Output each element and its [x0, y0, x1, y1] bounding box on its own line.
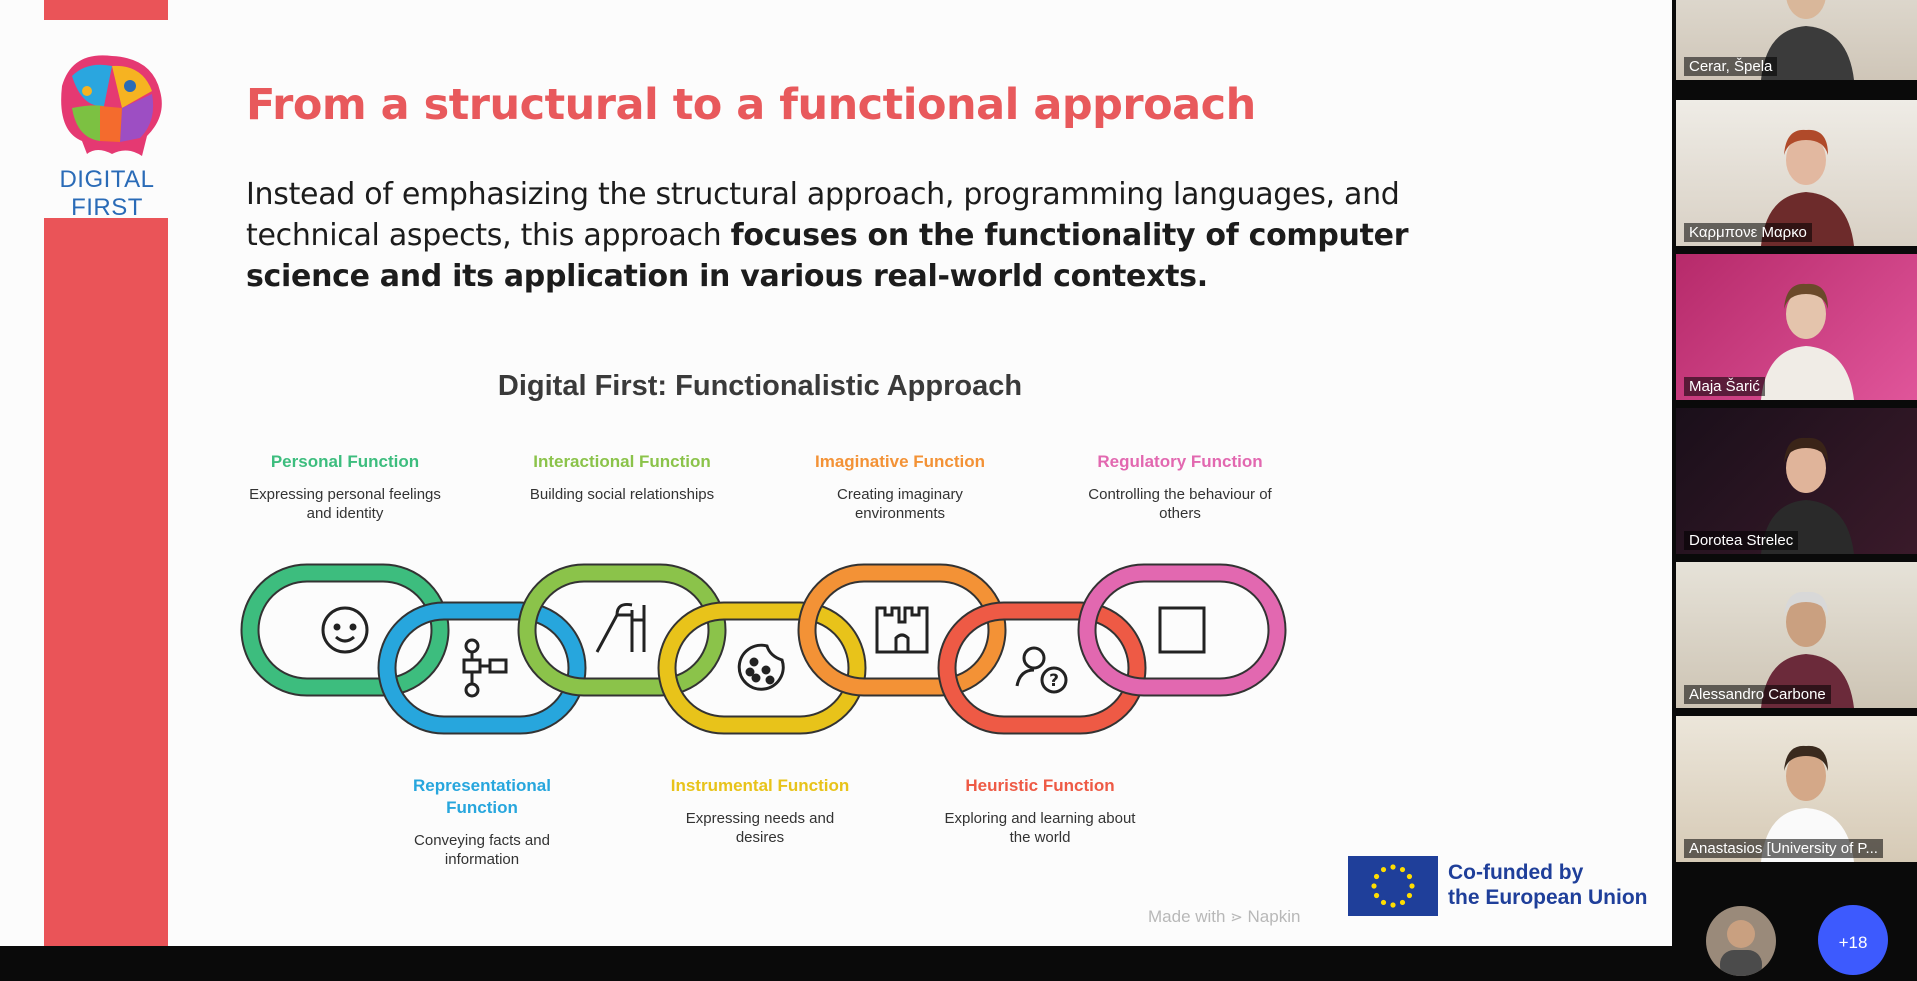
- function-chain: ?: [240, 563, 1287, 735]
- castle-icon: [875, 606, 929, 654]
- function-name: Heuristic Function: [965, 776, 1115, 795]
- slide-body-text: Instead of emphasizing the structural ap…: [246, 174, 1506, 297]
- slide-accent-bar: [44, 218, 168, 946]
- participant-name: Cerar, Špela: [1684, 57, 1778, 76]
- more-participants-badge[interactable]: +18: [1818, 905, 1888, 975]
- participant-name: Καρμπονε Μαρκο: [1684, 223, 1812, 242]
- participant-tile-2[interactable]: Maja Šarić: [1676, 254, 1917, 400]
- co-funded-label: Co-funded by the European Union: [1448, 860, 1648, 910]
- eu-star: [1371, 883, 1377, 889]
- function-description: Expressing personal feelings and identit…: [249, 486, 441, 522]
- digital-first-logo: [61, 55, 162, 156]
- function-name: Interactional Function: [533, 452, 711, 471]
- function-description: Exploring and learning about the world: [944, 810, 1136, 846]
- face-icon: [321, 606, 369, 654]
- function-name: Instrumental Function: [670, 776, 850, 795]
- participant-avatar[interactable]: [1706, 906, 1776, 976]
- eu-star: [1399, 866, 1406, 873]
- participant-tile-4[interactable]: Alessandro Carbone: [1676, 562, 1917, 708]
- eu-flag-icon: [1348, 856, 1438, 916]
- chain-link-1: [377, 601, 587, 735]
- made-with-text: Made with: [1148, 907, 1226, 926]
- playground-icon: [595, 603, 646, 653]
- logo-text: DIGITAL FIRST: [59, 166, 155, 221]
- chain-link-2: [517, 563, 727, 697]
- eu-stars: [1371, 864, 1415, 908]
- eu-star: [1380, 866, 1387, 873]
- function-name: Regulatory Function: [1097, 452, 1263, 471]
- chain-link-0: [240, 563, 450, 697]
- eu-star: [1399, 899, 1406, 906]
- participant-video: [1761, 283, 1854, 400]
- flowchart-icon: [462, 638, 508, 698]
- eu-star: [1406, 892, 1413, 899]
- chain-link-3: [657, 601, 867, 735]
- eu-star: [1390, 902, 1396, 908]
- participant-tile-3[interactable]: Dorotea Strelec: [1676, 408, 1917, 554]
- participant-tile-0[interactable]: Cerar, Špela: [1676, 0, 1917, 80]
- cookie-icon: [737, 643, 785, 691]
- participant-video: [1761, 0, 1854, 80]
- slide-accent-top: [44, 0, 168, 20]
- eu-star: [1380, 899, 1387, 906]
- chain-link-4: [797, 563, 1007, 697]
- slide-title: From a structural to a functional approa…: [246, 80, 1256, 130]
- eu-star: [1373, 873, 1380, 880]
- eu-star: [1390, 864, 1396, 870]
- napkin-text: Napkin: [1247, 907, 1301, 926]
- participant-name: Dorotea Strelec: [1684, 531, 1799, 550]
- made-with-napkin: Made with ⋗ Napkin: [1148, 907, 1300, 927]
- napkin-icon: ⋗: [1230, 909, 1243, 926]
- body-regular-text: Instead of emphasizing the structural ap…: [246, 177, 1400, 253]
- function-description: Creating imaginary environments: [837, 486, 963, 522]
- function-description: Controlling the behaviour of others: [1088, 486, 1272, 522]
- infographic-title: Digital First: Functionalistic Approach: [497, 370, 1023, 402]
- chain-link-6: [1077, 563, 1287, 697]
- participant-name: Maja Šarić: [1684, 377, 1765, 396]
- question-person-icon: ?: [1015, 646, 1068, 694]
- chain-link-5: ?: [937, 601, 1147, 735]
- eu-star: [1373, 892, 1380, 899]
- function-name: Imaginative Function: [814, 452, 986, 471]
- participant-name: Alessandro Carbone: [1684, 685, 1831, 704]
- function-description: Building social relationships: [529, 486, 715, 503]
- eu-star: [1409, 883, 1415, 889]
- avatar-person: [1720, 920, 1762, 976]
- participant-tile-1[interactable]: Καρμπονε Μαρκο: [1676, 100, 1917, 246]
- participant-name: Anastasios [University of P...: [1684, 839, 1883, 858]
- presentation-slide: DIGITAL FIRST From a structural to a fun…: [0, 0, 1672, 946]
- participant-tile-5[interactable]: Anastasios [University of P...: [1676, 716, 1917, 862]
- question-mark-glyph: ?: [1049, 671, 1059, 691]
- co-funded-line1: Co-funded by: [1448, 861, 1584, 884]
- eu-star: [1406, 873, 1413, 880]
- function-name: Personal Function: [270, 452, 420, 471]
- function-description: Expressing needs and desires: [685, 810, 835, 846]
- function-description: Conveying facts and information: [414, 832, 550, 868]
- square-icon: [1158, 606, 1206, 654]
- co-funded-line2: the European Union: [1448, 886, 1648, 909]
- function-name: Representational Function: [413, 776, 551, 817]
- body-bold-text: focuses on the functionality of computer…: [246, 218, 1409, 294]
